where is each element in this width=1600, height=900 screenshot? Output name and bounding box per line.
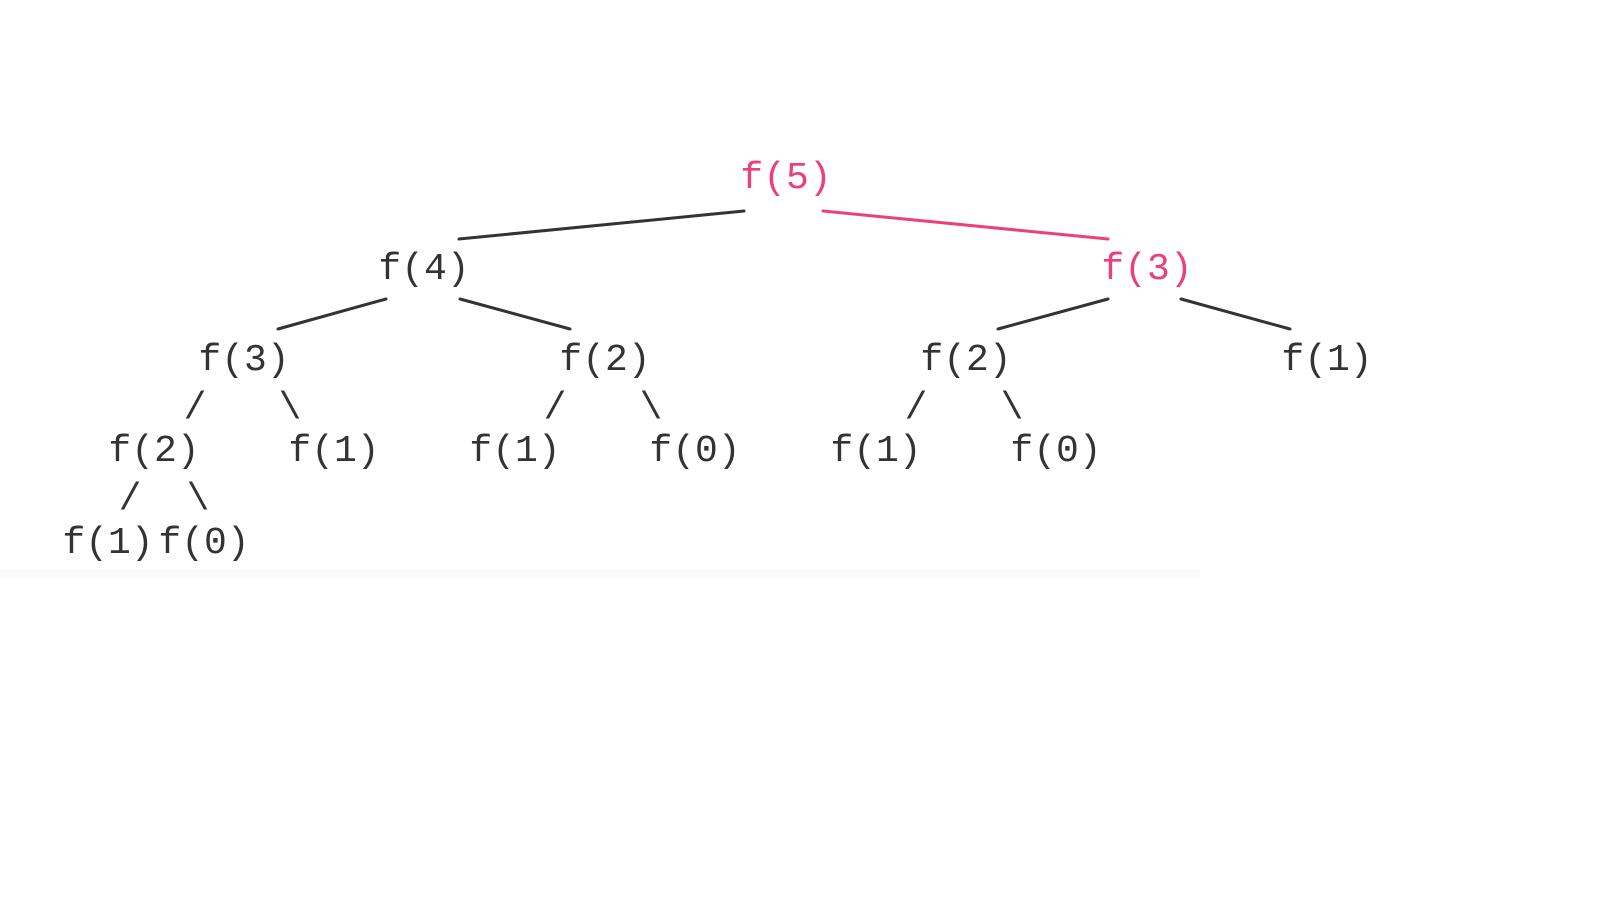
tree-node-n5: f(5): [740, 157, 831, 200]
tree-node-n3l: f(3): [198, 339, 289, 382]
tree-node-n0c: f(0): [158, 522, 249, 565]
tree-node-n2a: f(2): [559, 339, 650, 382]
tree-edges: [276, 209, 1292, 331]
tree-edge-n5-n4: [457, 209, 746, 241]
tree-edge-n3r-n2b: [996, 297, 1110, 331]
tree-node-n3r: f(3): [1101, 248, 1192, 291]
tree-node-n0a: f(0): [649, 430, 740, 473]
tree-branch-n2b-n0b: \: [1001, 387, 1024, 430]
tree-edge-n3r-n1a: [1179, 297, 1292, 331]
tree-branch-n3l-n1b: \: [279, 387, 302, 430]
tree-edge-n5-n3r: [821, 209, 1110, 241]
tree-node-n1e: f(1): [62, 522, 153, 565]
baseline-shadow: [0, 570, 1200, 580]
tree-node-n1a: f(1): [1281, 339, 1372, 382]
tree-ascii-branches: / \ / \ / \ / \: [119, 387, 1024, 521]
tree-branch-n2a-n0a: \: [640, 387, 663, 430]
tree-edge-n4-n3l: [276, 297, 388, 331]
tree-node-n2c: f(2): [108, 430, 199, 473]
tree-node-n2b: f(2): [920, 339, 1011, 382]
tree-branch-n2b-n1d: /: [905, 387, 928, 430]
tree-branch-n2a-n1c: /: [544, 387, 567, 430]
tree-branch-n2c-n1e: /: [119, 478, 142, 521]
tree-node-n4: f(4): [378, 248, 469, 291]
tree-branch-n2c-n0c: \: [187, 478, 210, 521]
tree-branch-n3l-n2c: /: [184, 387, 207, 430]
tree-node-n1d: f(1): [830, 430, 921, 473]
tree-node-n1b: f(1): [288, 430, 379, 473]
tree-nodes: f(5) f(4) f(3) f(3) f(2) f(2) f(1) f(2) f(1) f(1)…: [62, 157, 1372, 565]
tree-edge-n4-n2a: [458, 297, 572, 331]
tree-node-n0b: f(0): [1010, 430, 1101, 473]
tree-node-n1c: f(1): [469, 430, 560, 473]
